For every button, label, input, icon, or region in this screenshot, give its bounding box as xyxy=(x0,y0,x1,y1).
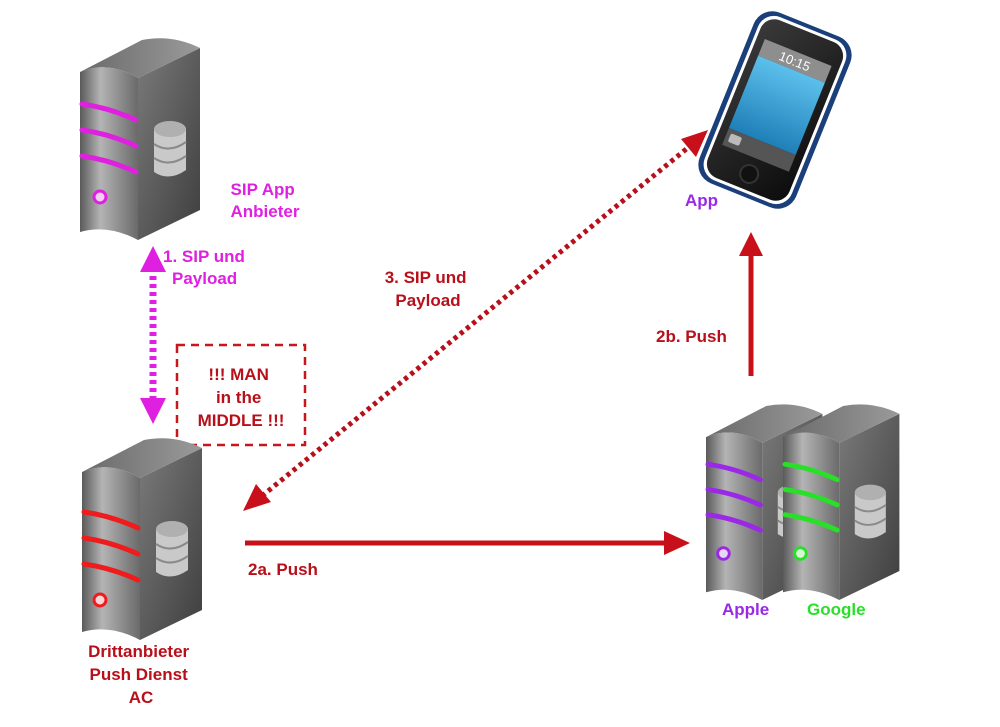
edge-push-2a xyxy=(245,531,690,555)
google-server-stripes xyxy=(782,461,840,533)
phone: 10:15 xyxy=(698,11,852,209)
phone-label: App xyxy=(685,191,718,210)
arrowhead-up-right-icon xyxy=(681,130,708,157)
edge-push-2a-label: 2a. Push xyxy=(248,560,318,579)
push-server-stripes xyxy=(81,509,141,583)
apple-server-power-icon xyxy=(716,546,731,561)
edge-sip-payload xyxy=(140,246,166,424)
sip-server-power-icon xyxy=(92,189,108,205)
arrowhead-right-icon xyxy=(664,531,690,555)
sip-server-stripes xyxy=(79,101,139,175)
google-server-power-icon xyxy=(793,546,808,561)
google-server-label: Google xyxy=(807,600,866,619)
arrowhead-up-icon xyxy=(140,246,166,272)
edge-sip-payload-3-label: 3. SIP und Payload xyxy=(385,268,472,310)
arrowhead-down-left-icon xyxy=(243,484,271,511)
arrowhead-down-icon xyxy=(140,398,166,424)
phone-home-button xyxy=(739,163,760,184)
push-server-power-icon xyxy=(92,592,108,608)
phone-clock-bar xyxy=(758,39,832,83)
sip-server-label: SIP App Anbieter xyxy=(231,180,300,221)
apple-server-stripes xyxy=(705,461,763,533)
edge-push-2b xyxy=(739,232,763,376)
arrowhead-up-icon xyxy=(739,232,763,256)
apple-server xyxy=(705,403,824,602)
mitm-box xyxy=(175,343,307,447)
sip-server xyxy=(79,37,201,242)
edge-sip-payload-3-line xyxy=(260,144,692,498)
phone-screen xyxy=(728,55,825,156)
edge-sip-payload-3 xyxy=(243,130,708,511)
apple-server-label: Apple xyxy=(722,600,769,619)
google-server xyxy=(782,403,901,602)
edge-push-2b-label: 2b. Push xyxy=(656,327,727,346)
mitm-label: !!! MAN in the MIDDLE !!! xyxy=(198,365,285,430)
push-server-label: Drittanbieter Push Dienst AC xyxy=(88,642,194,707)
edge-sip-payload-label: 1. SIP und Payload xyxy=(163,247,250,288)
push-server xyxy=(81,437,203,641)
